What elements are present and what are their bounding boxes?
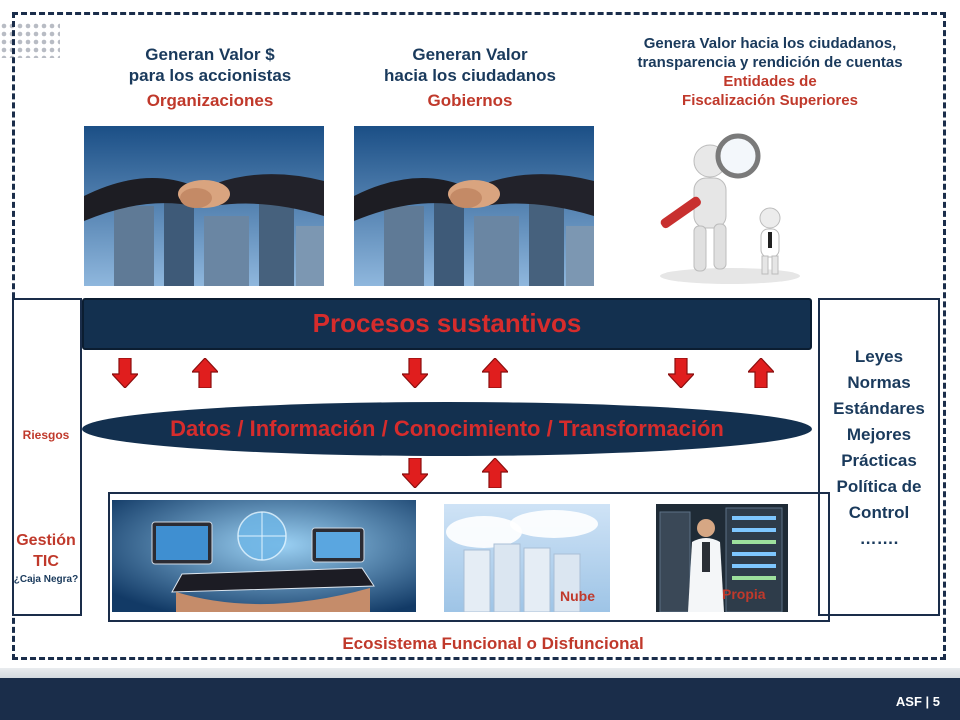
header-line2: transparencia y rendición de cuentas — [637, 54, 903, 71]
header-title-line2: Fiscalización Superiores — [682, 92, 858, 109]
up-arrow-icon — [748, 358, 774, 388]
header-line1: Generan Valor $ — [145, 45, 275, 64]
tablet-network-illustration — [112, 500, 416, 612]
normativa-item: Política de — [836, 477, 922, 496]
normativa-item: Estándares — [833, 399, 925, 418]
up-arrow-icon — [482, 358, 508, 388]
page-number-label: ASF | 5 — [895, 694, 940, 709]
header-line2: hacia los ciudadanos — [384, 66, 556, 85]
normativa-item: Mejores — [846, 425, 912, 444]
gestion-tic-label: Gestión TIC — [4, 530, 88, 572]
footer-strip — [0, 668, 960, 680]
header-gobiernos: Generan Valor hacia los ciudadanos Gobie… — [350, 44, 590, 111]
gestion-line1: Gestión — [16, 532, 76, 549]
procesos-label: Procesos sustantivos — [312, 308, 582, 338]
header-title-line1: Entidades de — [723, 73, 817, 90]
header-organizaciones: Generan Valor $ para los accionistas Org… — [90, 44, 330, 111]
left-panel-gestion-tic — [12, 298, 82, 616]
caja-negra-label: ¿Caja Negra? — [13, 574, 79, 585]
down-arrow-icon — [112, 358, 138, 388]
handshake-photo-organizaciones — [84, 126, 324, 286]
down-arrow-icon — [668, 358, 694, 388]
nube-label: Nube — [560, 588, 595, 604]
up-arrow-icon — [192, 358, 218, 388]
down-arrow-icon — [402, 358, 428, 388]
riesgos-label: Riesgos — [22, 428, 70, 442]
normativa-item: Leyes — [854, 347, 904, 366]
normativa-item: Control — [848, 503, 910, 522]
down-arrow-icon — [402, 458, 428, 488]
datos-label: Datos / Información / Conocimiento / Tra… — [170, 416, 724, 441]
propia-label: Propia — [722, 586, 766, 602]
procesos-sustantivos-banner: Procesos sustantivos — [82, 298, 812, 350]
cloud-datacenter-illustration — [444, 504, 610, 612]
normativa-list: Leyes Normas Estándares Mejores Práctica… — [818, 344, 940, 552]
ecosystem-box — [108, 492, 830, 622]
server-technician-photo — [656, 504, 788, 612]
gestion-line2: TIC — [33, 553, 59, 570]
datos-informacion-banner: Datos / Información / Conocimiento / Tra… — [82, 402, 812, 456]
header-line2: para los accionistas — [128, 66, 292, 85]
header-line1: Genera Valor hacia los ciudadanos, — [643, 35, 897, 52]
header-line1: Generan Valor — [412, 45, 528, 64]
up-arrow-icon — [482, 458, 508, 488]
normativa-item: Prácticas — [841, 451, 917, 470]
header-title: Gobiernos — [427, 91, 513, 110]
footer-bar — [0, 678, 960, 720]
header-entidades: Genera Valor hacia los ciudadanos, trans… — [590, 34, 950, 110]
header-title: Organizaciones — [146, 91, 274, 110]
normativa-item: Normas — [847, 373, 911, 392]
magnifier-figures-illustration — [650, 126, 815, 286]
handshake-photo-gobiernos — [354, 126, 594, 286]
right-panel-normativa — [818, 298, 940, 616]
normativa-item: ……. — [859, 529, 899, 548]
dot-pattern-decoration — [0, 22, 60, 58]
ecosystem-caption: Ecosistema Funcional o Disfuncional — [342, 634, 644, 653]
